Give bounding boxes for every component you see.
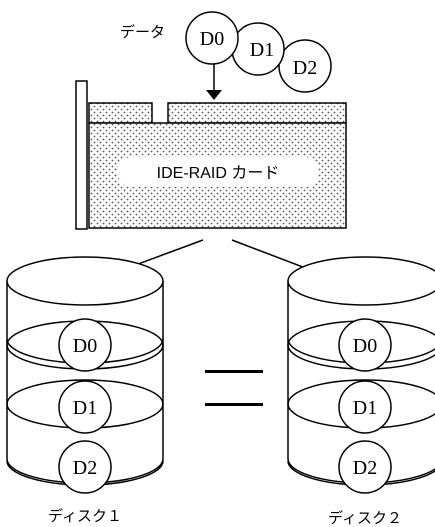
data-to-card-arrowhead xyxy=(206,90,222,100)
disk1-block-d1: D1 xyxy=(58,380,112,434)
disk1-block-d0: D0 xyxy=(58,318,112,372)
packet-d2: D2 xyxy=(278,39,332,93)
disk1-block-d2-label: D2 xyxy=(73,457,97,479)
disk2-block-d2: D2 xyxy=(338,440,392,494)
packet-d0-label: D0 xyxy=(200,28,224,50)
equals-sign xyxy=(205,370,263,406)
disk1-label: ディスク１ xyxy=(48,507,122,525)
card-connector-right xyxy=(167,102,347,124)
card-label-box xyxy=(117,157,319,187)
packet-d0: D0 xyxy=(185,11,239,65)
disk2-block-d0-label: D0 xyxy=(353,335,377,357)
disk-2: D0 D1 D2 xyxy=(287,256,435,494)
disk2-block-d0: D0 xyxy=(338,318,392,372)
card-label: IDE-RAID カード xyxy=(157,165,280,182)
disk2-block-d2-label: D2 xyxy=(353,457,377,479)
disk2-block-d1-label: D1 xyxy=(353,397,377,419)
disk-1: D0 D1 D2 xyxy=(6,256,164,494)
disk1-block-d2: D2 xyxy=(58,440,112,494)
packet-d1-label: D1 xyxy=(250,39,274,61)
disk1-block-d0-label: D0 xyxy=(73,335,97,357)
card-bracket xyxy=(75,80,88,230)
card-connector-left xyxy=(88,102,153,124)
data-label: データ xyxy=(120,23,165,41)
disk2-label: ディスク２ xyxy=(328,509,402,527)
packet-d1: D1 xyxy=(231,22,285,76)
packet-d2-label: D2 xyxy=(293,57,317,79)
disk2-block-d1: D1 xyxy=(338,380,392,434)
disk1-block-d1-label: D1 xyxy=(73,397,97,419)
